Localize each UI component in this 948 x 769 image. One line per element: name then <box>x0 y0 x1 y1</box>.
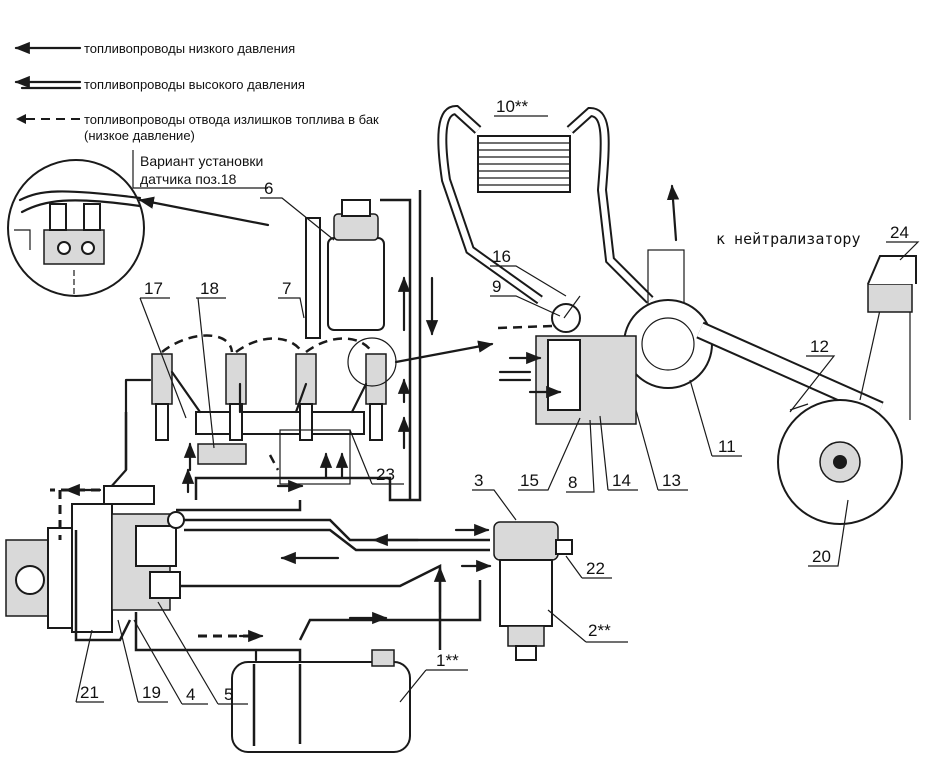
injector-3 <box>295 353 317 441</box>
engine-right-section <box>497 184 884 425</box>
legend-return-line-note: (низкое давление) <box>84 128 195 143</box>
callout-6: 6 <box>264 179 273 198</box>
callout-11: 11 <box>718 437 736 456</box>
legend-high-pressure-label: топливопроводы высокого давления <box>84 77 305 92</box>
injectors-and-rail <box>108 334 494 490</box>
to-catalyst-label: к нейтрализатору <box>716 230 861 248</box>
rail-pressure-sensor <box>197 443 247 465</box>
callout-5: 5 <box>224 685 233 704</box>
fine-fuel-filter <box>305 199 385 339</box>
flow-arrows-lines <box>64 483 492 643</box>
bracket <box>279 429 351 485</box>
callout-15: 15 <box>520 471 539 490</box>
callout-10: 10** <box>496 97 529 116</box>
gear-housing <box>71 503 113 633</box>
callout-16: 16 <box>492 247 511 266</box>
sensor-variant-line2: датчика поз.18 <box>140 171 237 187</box>
callout-19: 19 <box>142 683 161 702</box>
legend-return-line-symbol <box>16 114 80 124</box>
callout-8: 8 <box>568 473 577 492</box>
injector-4 <box>365 353 387 441</box>
air-filter <box>777 255 917 525</box>
legend-high-pressure-symbol <box>14 75 82 90</box>
callout-12: 12 <box>810 337 829 356</box>
callout-22: 22 <box>586 559 605 578</box>
inset-sensor-body <box>43 229 105 265</box>
coarse-fuel-filter <box>493 521 573 661</box>
fuel-tank <box>231 648 411 753</box>
inset-circle <box>7 159 145 297</box>
injector-1 <box>151 353 173 441</box>
callout-14: 14 <box>612 471 631 490</box>
callout-13: 13 <box>662 471 681 490</box>
injector-2 <box>225 353 247 441</box>
intercooler <box>437 104 654 305</box>
legend-return-line-label: топливопроводы отвода излишков топлива в… <box>84 112 379 127</box>
turbocharger <box>623 299 713 389</box>
callout-9: 9 <box>492 277 501 296</box>
air-intake-cap <box>867 255 917 285</box>
callout-17: 17 <box>144 279 163 298</box>
legend-low-pressure-label: топливопроводы низкого давления <box>84 41 295 56</box>
legend: топливопроводы низкого давления топливоп… <box>14 41 379 143</box>
sensor-variant-inset: Вариант установки датчика поз.18 <box>7 150 270 297</box>
callouts: 1** 2** 3 4 5 6 7 8 9 10** 11 12 13 14 1… <box>75 97 920 705</box>
callout-23: 23 <box>376 465 395 484</box>
callout-3: 3 <box>474 471 483 490</box>
callout-4: 4 <box>186 685 195 704</box>
callout-7: 7 <box>282 279 291 298</box>
callout-1: 1** <box>436 651 459 670</box>
callout-2: 2** <box>588 621 611 640</box>
callout-20: 20 <box>812 547 831 566</box>
hp-pump-assembly <box>5 485 185 633</box>
sensor-variant-line1: Вариант установки <box>140 153 263 169</box>
flow-arrows-rail <box>181 276 439 494</box>
callout-24: 24 <box>890 223 909 242</box>
callout-21: 21 <box>80 683 99 702</box>
callout-18: 18 <box>200 279 219 298</box>
